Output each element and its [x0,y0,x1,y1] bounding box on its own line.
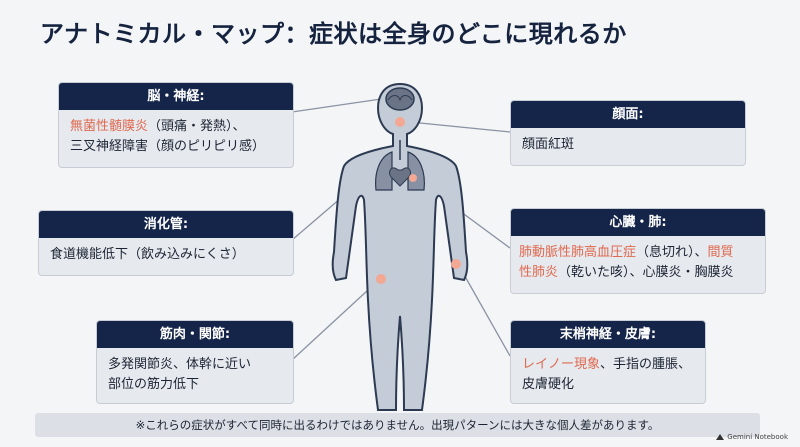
card-header: 心臓・肺: [511,209,765,236]
chest-spot [409,174,417,182]
symptom-highlight: 性肺炎 [519,265,559,280]
symptom-text: 顔面紅斑 [522,137,575,152]
symptom-text: 部位の筋力低下 [108,377,200,392]
symptom-highlight: レイノー現象 [522,357,601,372]
body-silhouette [331,82,469,411]
hand-spot [451,259,461,269]
symptom-highlight: 無菌性髄膜炎 [70,119,149,134]
connector-peripheral [457,263,511,357]
brand-watermark: Gemini Notebook [716,433,788,441]
symptom-spots [376,117,461,284]
symptom-text: 食道機能低下（飲み込みにくさ） [50,247,245,262]
card-peripheral-skin: 末梢神経・皮膚: レイノー現象、手指の腫脹、 皮膚硬化 [510,320,706,404]
connector-muscle [291,278,381,361]
symptom-text: 多発関節炎、体幹に近い [108,357,252,372]
face-spot [395,117,405,127]
symptom-text: （息切れ）、 [636,245,708,260]
card-header: 脳・神経: [59,83,293,110]
card-face: 顔面: 顔面紅斑 [510,100,746,166]
card-header: 消化管: [39,211,293,238]
heart-icon [389,167,411,187]
symptom-text: 、手指の腫脹、 [600,357,692,372]
symptom-highlight: 間質 [707,245,734,260]
symptom-text: （乾いた咳）、心膜炎・胸膜炎 [558,265,734,280]
footnote: ※これらの症状がすべて同時に出るわけではありません。出現パターンには大きな個人差… [35,413,760,437]
connector-brain [291,97,389,113]
symptom-highlight: 肺動脈性肺高血圧症 [519,245,637,260]
brand-label: Gemini Notebook [727,433,788,441]
brand-logo-icon [716,434,725,440]
symptom-text: （頭痛・発熱）、 [148,119,246,134]
card-heart-lung: 心臓・肺: 肺動脈性肺高血圧症（息切れ）、間質 性肺炎（乾いた咳）、心膜炎・胸膜… [510,208,766,294]
card-header: 筋肉・関節: [97,321,293,348]
card-header: 顔面: [511,101,745,128]
lung-left-icon [375,151,393,191]
card-header: 末梢神経・皮膚: [511,321,705,348]
muscle-spot [376,274,386,284]
page-title: アナトミカル・マップ：症状は全身のどこに現れるか [40,20,627,48]
card-brain-nerve: 脳・神経: 無菌性髄膜炎（頭痛・発熱）、 三叉神経障害（顔のピリピリ感） [58,82,294,168]
connector-face [409,121,511,133]
card-muscle-joint: 筋肉・関節: 多発関節炎、体幹に近い 部位の筋力低下 [96,320,294,404]
card-digestive: 消化管: 食道機能低下（飲み込みにくさ） [38,210,294,276]
symptom-text: 三叉神経障害（顔のピリピリ感） [70,139,266,154]
symptom-text: 皮膚硬化 [522,377,575,392]
